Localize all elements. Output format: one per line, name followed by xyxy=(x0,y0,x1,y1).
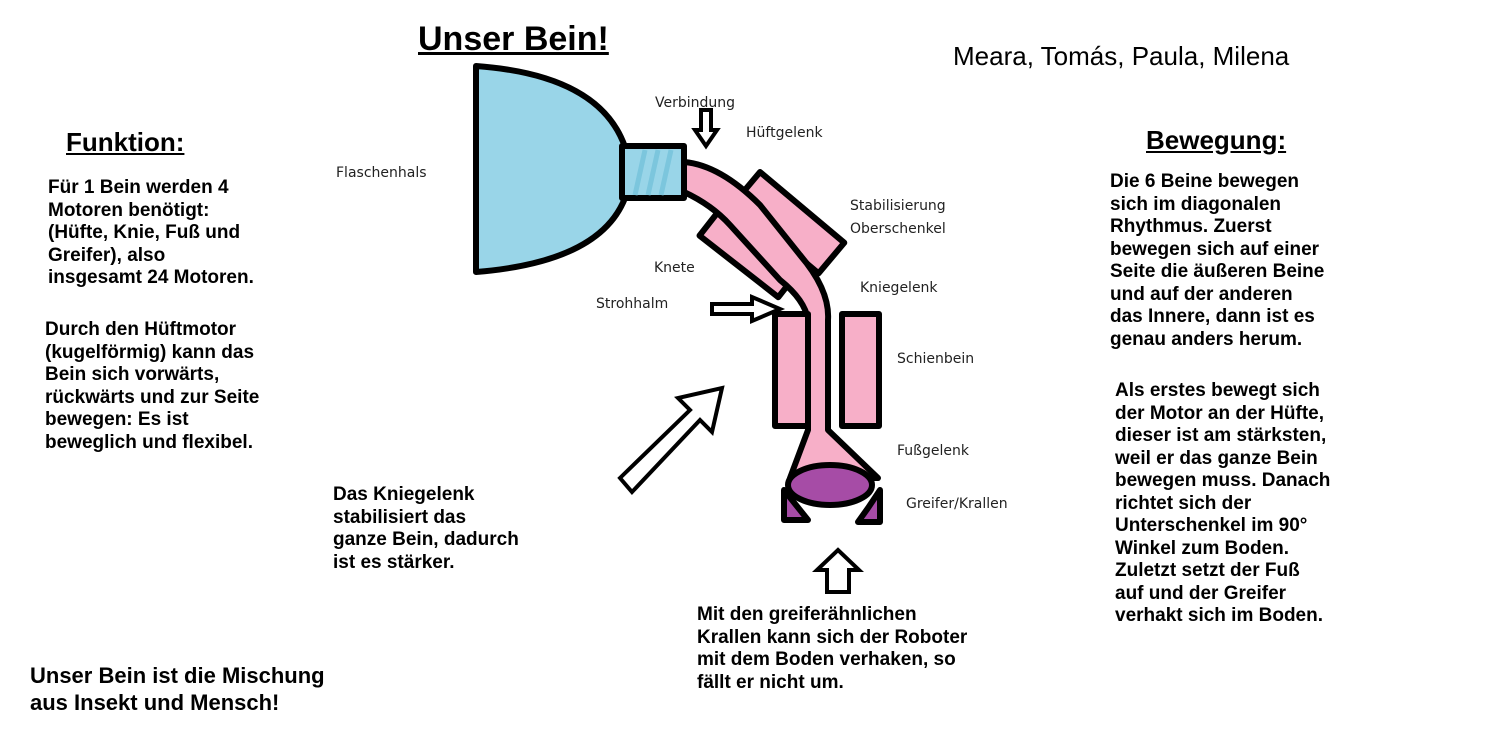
label-hueftgelenk: Hüftgelenk xyxy=(746,125,823,141)
label-stabilisierung: Stabilisierung Oberschenkel xyxy=(850,198,946,237)
claw-left xyxy=(781,487,811,523)
schienbein-left xyxy=(772,311,811,429)
bottle-threads xyxy=(632,149,674,196)
label-fussgelenk: Fußgelenk xyxy=(897,443,969,459)
funktion-text-1: Für 1 Bein werden 4 Motoren benötigt: (H… xyxy=(48,177,254,288)
claw-right xyxy=(855,487,883,525)
krallen-note: Mit den greiferähnlichen Krallen kann si… xyxy=(697,604,968,693)
label-greifer: Greifer/Krallen xyxy=(906,496,1008,512)
schienbein-right xyxy=(839,311,882,429)
kniegelenk-arrow-icon xyxy=(617,385,725,495)
bottle-body xyxy=(473,63,628,275)
page-title: Unser Bein! xyxy=(418,20,609,58)
conclusion: Unser Bein ist die Mischung aus Insekt u… xyxy=(30,663,325,715)
strohhalm-arrow-icon xyxy=(710,293,786,325)
funktion-text-2: Durch den Hüftmotor (kugelförmig) kann d… xyxy=(45,319,260,453)
bewegung-heading: Bewegung: xyxy=(1146,125,1287,155)
authors: Meara, Tomás, Paula, Milena xyxy=(953,41,1290,71)
label-verbindung: Verbindung xyxy=(655,95,736,111)
label-kniegelenk: Kniegelenk xyxy=(860,280,938,296)
kniegelenk-note: Das Kniegelenk stabilisiert das ganze Be… xyxy=(333,484,519,573)
label-schienbein: Schienbein xyxy=(897,351,975,367)
krallen-arrow-icon xyxy=(812,547,864,594)
foot-joint xyxy=(785,462,875,508)
leg-tube xyxy=(681,159,881,481)
verbindung-arrow-icon xyxy=(691,108,721,150)
label-flaschenhals: Flaschenhals xyxy=(336,165,427,181)
bewegung-text-2: Als erstes bewegt sich der Motor an der … xyxy=(1115,380,1331,626)
funktion-heading: Funktion: xyxy=(66,127,185,157)
label-strohhalm: Strohhalm xyxy=(596,296,669,312)
bewegung-text-1: Die 6 Beine bewegen sich im diagonalen R… xyxy=(1110,171,1325,350)
label-knete: Knete xyxy=(654,260,695,276)
